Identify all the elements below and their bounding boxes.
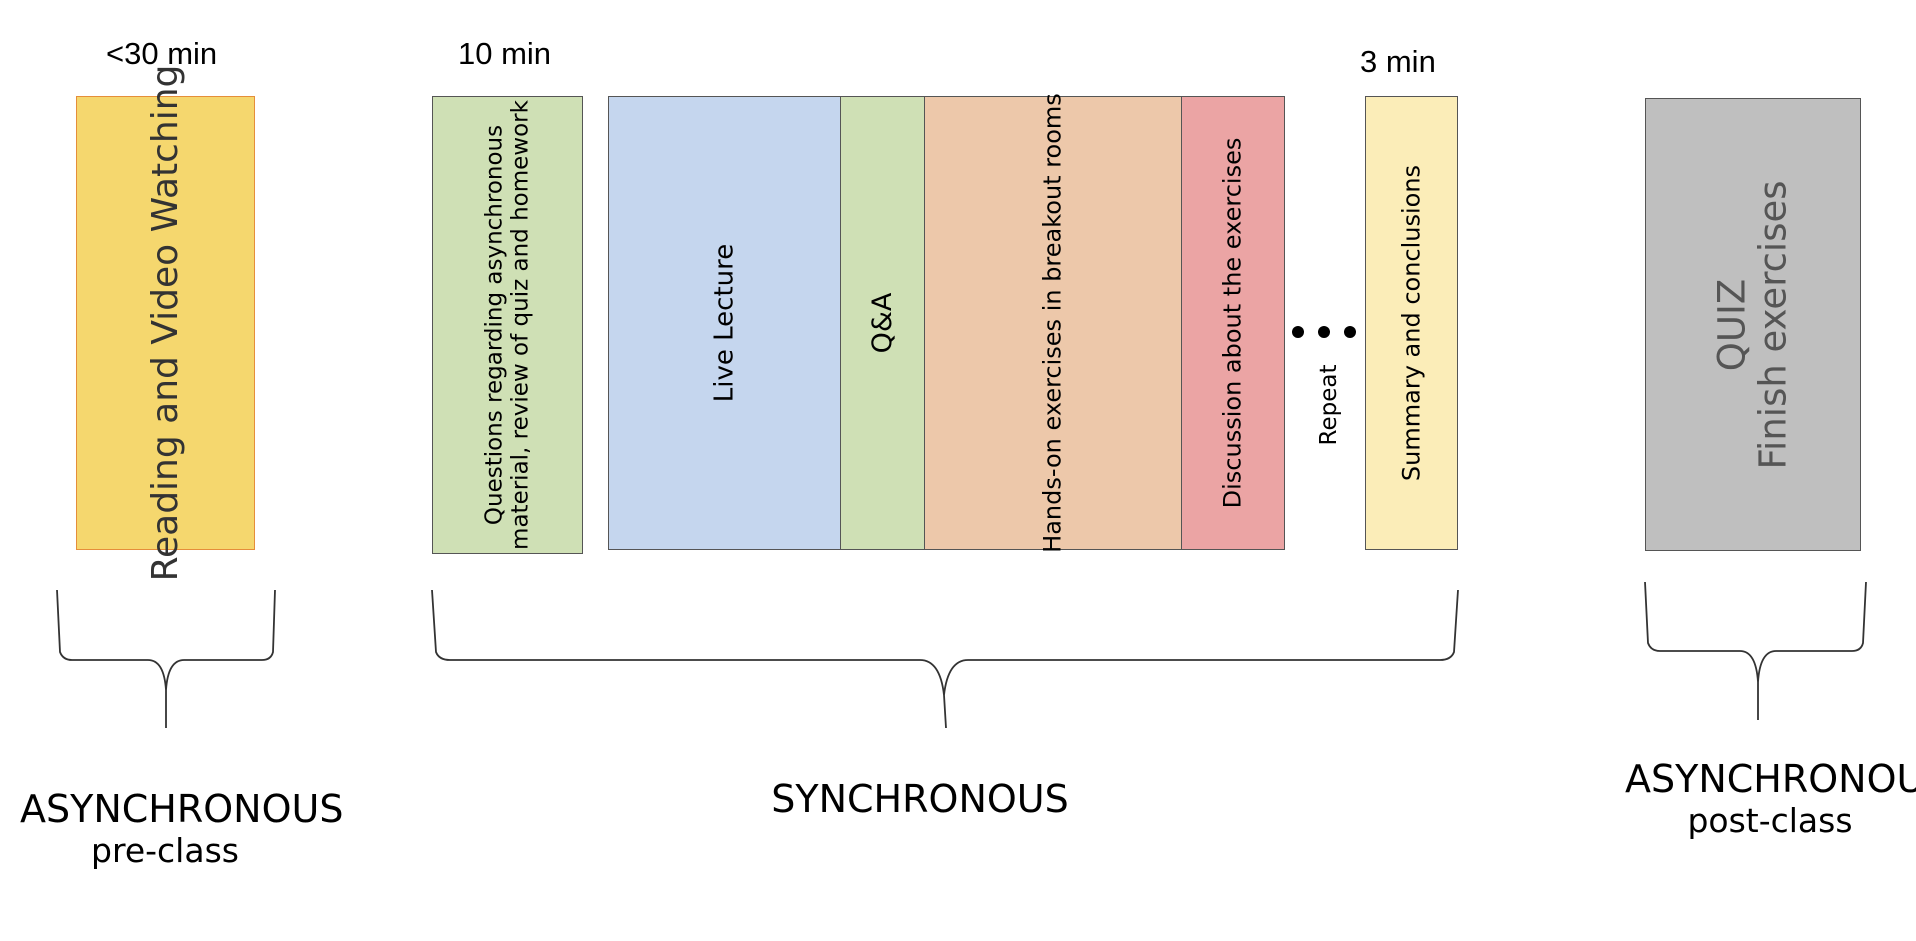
- reading-video-block: Reading and Video Watching: [76, 65, 255, 581]
- discussion-block: Discussion about the exercises: [1181, 96, 1285, 550]
- live-lecture-block: Live Lecture: [608, 96, 841, 550]
- duration-pre-class: <30 min: [106, 36, 218, 71]
- group-sync-title: SYNCHRONOUS: [771, 777, 1069, 821]
- qa-block: Q&A: [840, 96, 925, 550]
- hands-on-block: Hands-on exercises in breakout rooms: [924, 93, 1182, 553]
- quiz-block: QUIZ Finish exercises: [1645, 98, 1861, 551]
- questions-review-block: Questions regarding asynchronous materia…: [432, 96, 583, 554]
- three-dots-icon: [1292, 326, 1360, 338]
- brace-pre-class: [56, 589, 276, 728]
- brace-synchronous: [431, 589, 1459, 729]
- group-pre-title: ASYNCHRONOUS: [20, 787, 344, 831]
- group-post-title: ASYNCHRONOUS: [1625, 757, 1916, 801]
- duration-questions: 10 min: [458, 36, 552, 71]
- group-pre-subtitle: pre-class: [91, 830, 239, 870]
- group-asynchronous-pre: ASYNCHRONOUS pre-class: [20, 787, 344, 870]
- group-post-subtitle: post-class: [1687, 800, 1853, 840]
- brace-post-class: [1644, 581, 1867, 720]
- summary-block: Summary and conclusions: [1365, 96, 1458, 550]
- group-asynchronous-post: ASYNCHRONOUS post-class: [1625, 757, 1916, 840]
- group-synchronous: SYNCHRONOUS: [770, 777, 1070, 822]
- duration-summary: 3 min: [1360, 44, 1436, 79]
